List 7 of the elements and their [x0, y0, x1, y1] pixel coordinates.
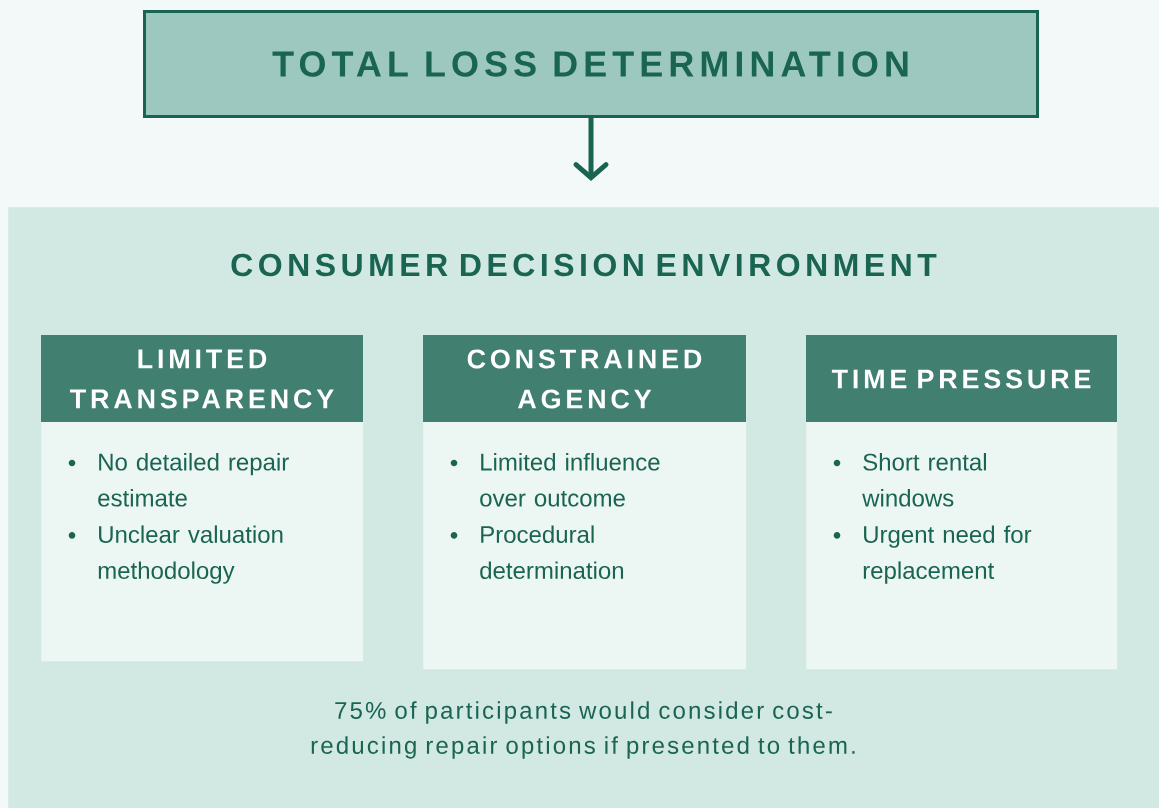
bullet-item: Short rental windows [833, 453, 986, 507]
title-box: TOTAL LOSS DETERMINATION [143, 10, 1039, 118]
bullet-item: Urgent need for replacement [833, 525, 1032, 584]
bullet-item: Limited influence over outcome [450, 453, 660, 507]
bullet-item: Procedural determination [450, 525, 624, 579]
bullet-item: No detailed repair estimate [68, 453, 289, 507]
bullet-item: Unclear valuation methodology [68, 525, 283, 584]
